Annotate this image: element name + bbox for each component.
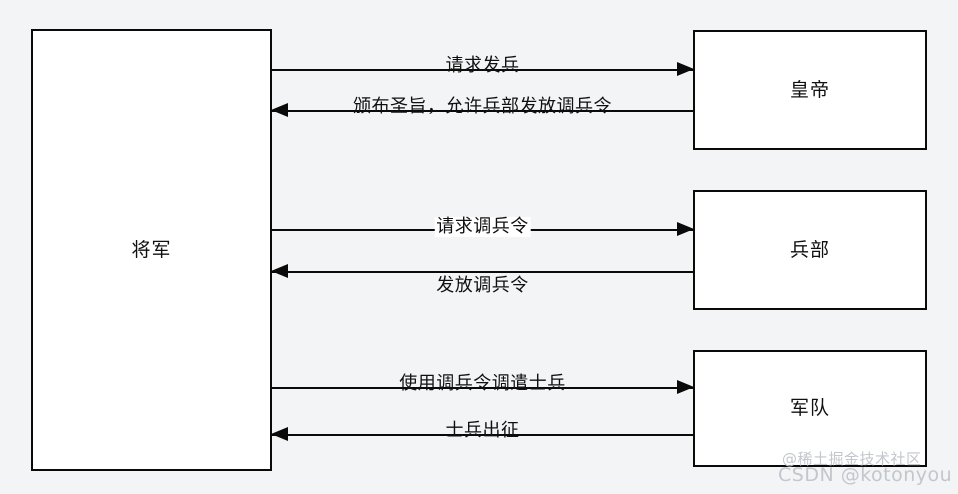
message-label: 士兵出征 — [445, 420, 520, 441]
node-emperor[interactable]: 皇帝 — [693, 30, 927, 150]
node-general[interactable]: 将军 — [31, 29, 272, 471]
arrow-head-right-icon — [677, 62, 694, 76]
message-line — [272, 434, 693, 436]
message-line — [272, 387, 693, 389]
node-general-label: 将军 — [131, 238, 172, 261]
node-army-label: 军队 — [789, 397, 830, 419]
message-label: 发放调兵令 — [436, 275, 529, 296]
node-ministry[interactable]: 兵部 — [693, 190, 927, 310]
node-emperor-label: 皇帝 — [789, 78, 830, 101]
message-line — [272, 69, 693, 71]
message-label: 请求调兵令 — [434, 216, 531, 237]
arrow-head-left-icon — [271, 427, 288, 441]
arrow-head-right-icon — [677, 380, 694, 394]
message-line — [272, 110, 693, 112]
message-label: 使用调兵令调遣士兵 — [399, 373, 566, 394]
message-label: 颁布圣旨，允许兵部发放调兵令 — [353, 96, 612, 117]
watermark-csdn: CSDN @kotonyou — [778, 464, 953, 486]
arrow-head-left-icon — [271, 264, 288, 278]
arrow-head-left-icon — [271, 103, 288, 117]
arrow-head-right-icon — [677, 222, 694, 236]
node-army[interactable]: 军队 — [693, 350, 927, 467]
node-ministry-label: 兵部 — [789, 238, 830, 261]
message-line — [272, 271, 693, 273]
message-label: 请求发兵 — [445, 55, 520, 76]
